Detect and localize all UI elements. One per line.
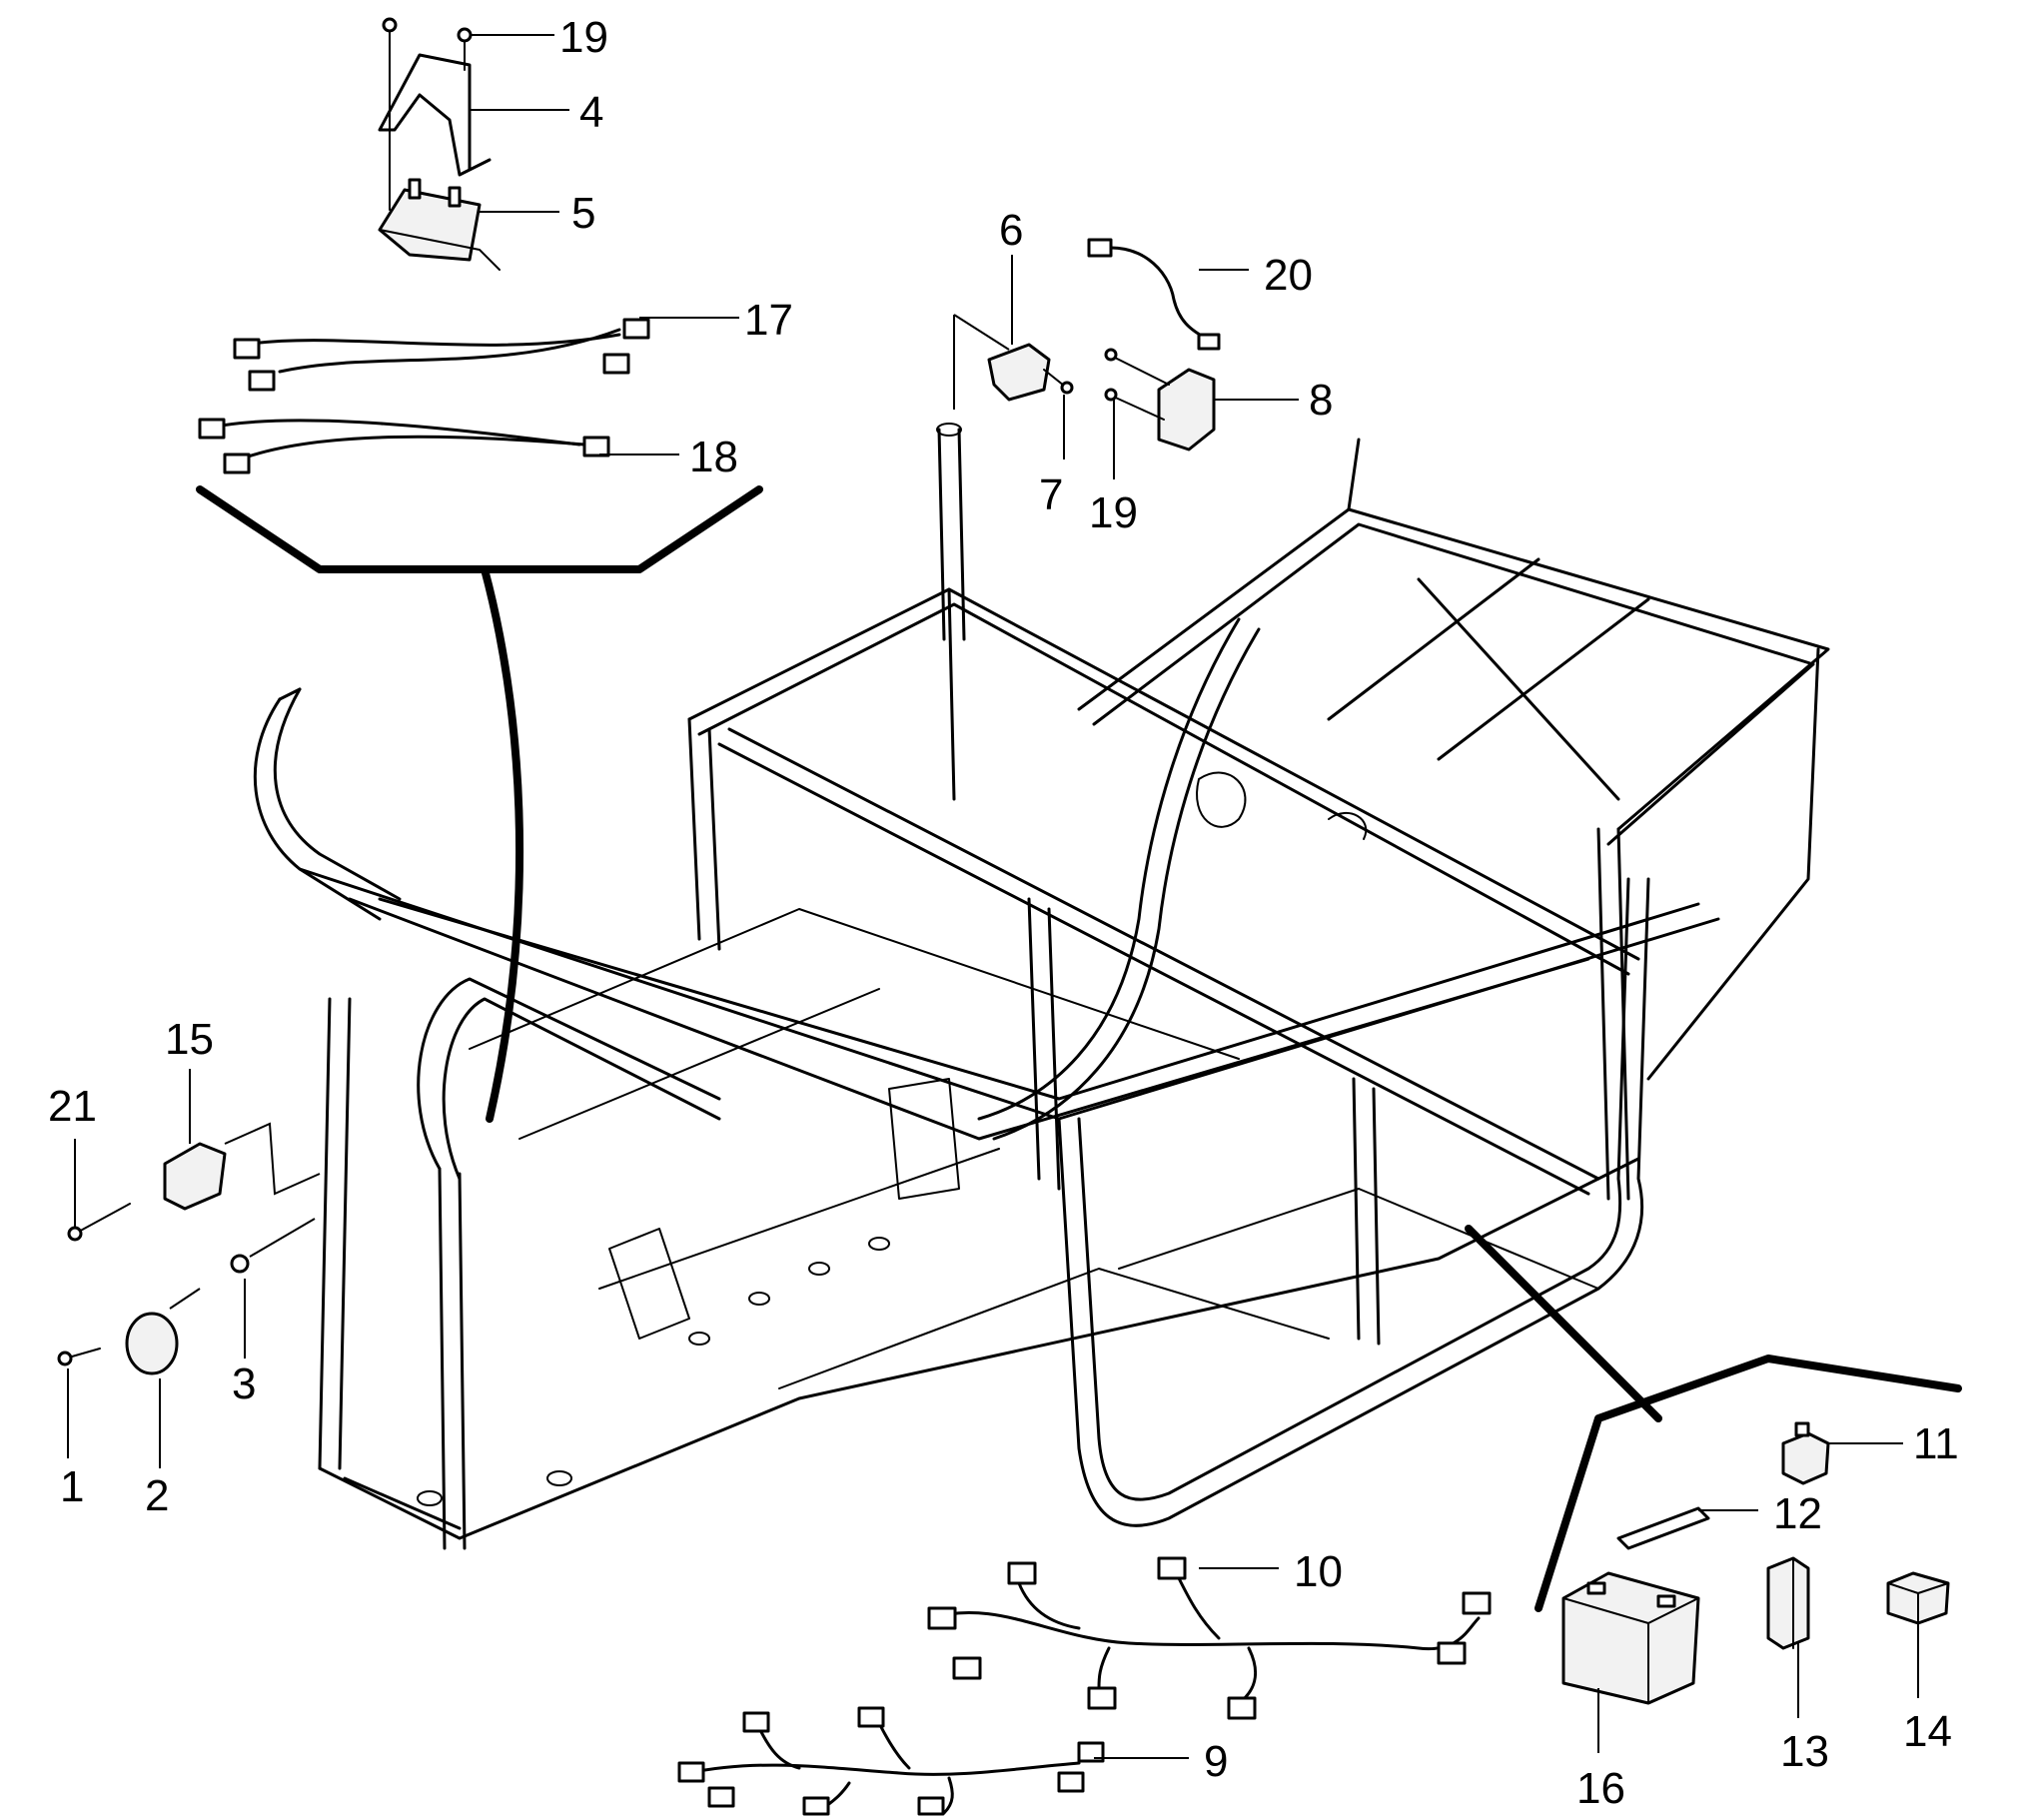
callout-20: 20 <box>1264 251 1313 300</box>
part-21-screw <box>67 1203 131 1242</box>
callout-3: 3 <box>232 1360 256 1408</box>
callout-5: 5 <box>571 189 595 238</box>
leader-lines <box>67 34 1919 1759</box>
chassis-frame <box>253 423 1830 1550</box>
callout-17: 17 <box>744 296 793 345</box>
callout-path-left <box>481 565 524 1123</box>
callout-19-mid: 19 <box>1089 488 1138 537</box>
callout-4: 4 <box>579 88 603 137</box>
callout-10: 10 <box>1294 1547 1343 1596</box>
callout-6: 6 <box>999 206 1023 255</box>
callout-7: 7 <box>1039 470 1063 519</box>
callout-16: 16 <box>1576 1764 1625 1813</box>
callout-15: 15 <box>165 1015 214 1064</box>
inset-border-bottom <box>1534 1355 1962 1612</box>
part-8-bracket <box>1104 348 1216 452</box>
part-2-horn <box>125 1288 201 1375</box>
part-12-strap <box>1616 1506 1710 1550</box>
callout-8: 8 <box>1309 376 1333 425</box>
part-10-harness <box>927 1556 1492 1720</box>
callout-path-right <box>1465 1225 1662 1422</box>
part-13-module <box>1766 1556 1810 1650</box>
callout-12: 12 <box>1773 1489 1822 1538</box>
callout-13: 13 <box>1780 1727 1829 1776</box>
part-1-bolt <box>57 1348 101 1366</box>
part-9-harness <box>677 1706 1105 1816</box>
callout-11: 11 <box>1913 1419 1959 1468</box>
part-5-solenoid <box>378 178 501 271</box>
part-18-harness <box>198 418 610 474</box>
callout-1: 1 <box>60 1462 84 1511</box>
callout-2: 2 <box>145 1471 169 1520</box>
screw-19-top <box>382 17 473 211</box>
part-17-harness <box>233 318 650 392</box>
part-3-nut <box>230 1218 316 1274</box>
callout-19-top: 19 <box>559 13 608 62</box>
callout-14: 14 <box>1903 1707 1952 1756</box>
part-14-relay <box>1886 1571 1950 1625</box>
part-15-relay <box>163 1122 321 1211</box>
part-11-relay <box>1781 1421 1830 1485</box>
part-4-bracket <box>378 53 492 177</box>
part-6-sensor <box>953 314 1051 410</box>
callout-9: 9 <box>1204 1737 1228 1786</box>
part-20-sensor-wire <box>1087 238 1221 351</box>
inset-border-top <box>196 485 763 573</box>
callout-labels: 19 4 5 6 20 17 8 18 7 19 15 21 3 1 2 11 … <box>48 13 1959 1813</box>
part-16-battery <box>1561 1571 1700 1705</box>
part-7-screw <box>1043 369 1074 395</box>
callout-18: 18 <box>689 433 738 481</box>
callout-21: 21 <box>48 1082 97 1131</box>
